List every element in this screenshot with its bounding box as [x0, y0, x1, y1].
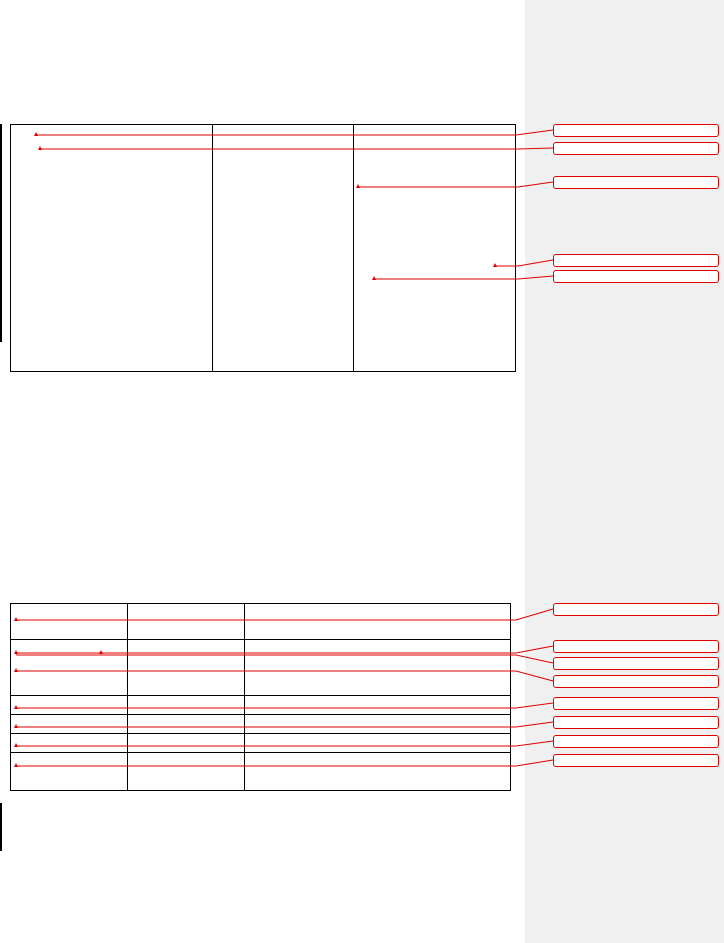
comment-leader-line — [16, 654, 554, 664]
comment-anchor-icon — [14, 743, 18, 747]
comment-anchor-icon — [14, 617, 18, 621]
comment-leader-line — [374, 275, 554, 280]
change-bar — [0, 124, 2, 342]
comment-leader-line — [16, 608, 554, 621]
comment-balloon[interactable] — [553, 716, 719, 729]
comment-leader-line — [495, 259, 554, 267]
table-2-border — [10, 603, 511, 791]
comment-leaders — [16, 129, 554, 767]
table-1 — [10, 124, 516, 372]
comment-leader-line — [16, 702, 554, 709]
comment-leader-line — [36, 129, 554, 136]
comment-anchor-icon — [372, 276, 376, 280]
comment-balloon[interactable] — [553, 176, 719, 189]
comment-balloon[interactable] — [553, 254, 719, 267]
comment-anchor-icon — [14, 668, 18, 672]
comment-anchor-icon — [14, 650, 18, 654]
table-1-border — [10, 124, 516, 372]
comment-leader-line — [358, 181, 554, 188]
comment-anchor-icon — [14, 705, 18, 709]
change-bar — [0, 803, 2, 851]
comment-anchor-icon — [14, 724, 18, 728]
comment-balloon[interactable] — [553, 603, 719, 616]
comment-balloon[interactable] — [553, 697, 719, 710]
comment-anchors — [14, 132, 497, 767]
comment-leader-line — [40, 147, 554, 150]
comment-anchor-icon — [14, 763, 18, 767]
comment-anchor-icon — [99, 650, 103, 654]
comment-pane — [525, 0, 724, 943]
comment-leader-line — [16, 740, 554, 747]
comment-leader-line — [16, 721, 554, 728]
comment-balloon[interactable] — [553, 675, 719, 688]
comment-anchor-icon — [493, 263, 497, 267]
comment-balloon[interactable] — [553, 640, 719, 653]
comment-balloon[interactable] — [553, 270, 719, 283]
comment-anchor-icon — [38, 146, 42, 150]
comment-balloon[interactable] — [553, 142, 719, 155]
comment-balloon[interactable] — [553, 754, 719, 767]
table-2 — [10, 603, 511, 791]
comment-leader-line — [16, 670, 554, 682]
comment-balloon[interactable] — [553, 735, 719, 748]
comment-balloon[interactable] — [553, 124, 719, 137]
comment-balloon[interactable] — [553, 657, 719, 670]
comment-leader-line — [16, 759, 554, 767]
comment-leader-line — [16, 645, 554, 654]
comment-anchor-icon — [34, 132, 38, 136]
comment-anchor-icon — [356, 184, 360, 188]
document-page — [0, 124, 2, 851]
